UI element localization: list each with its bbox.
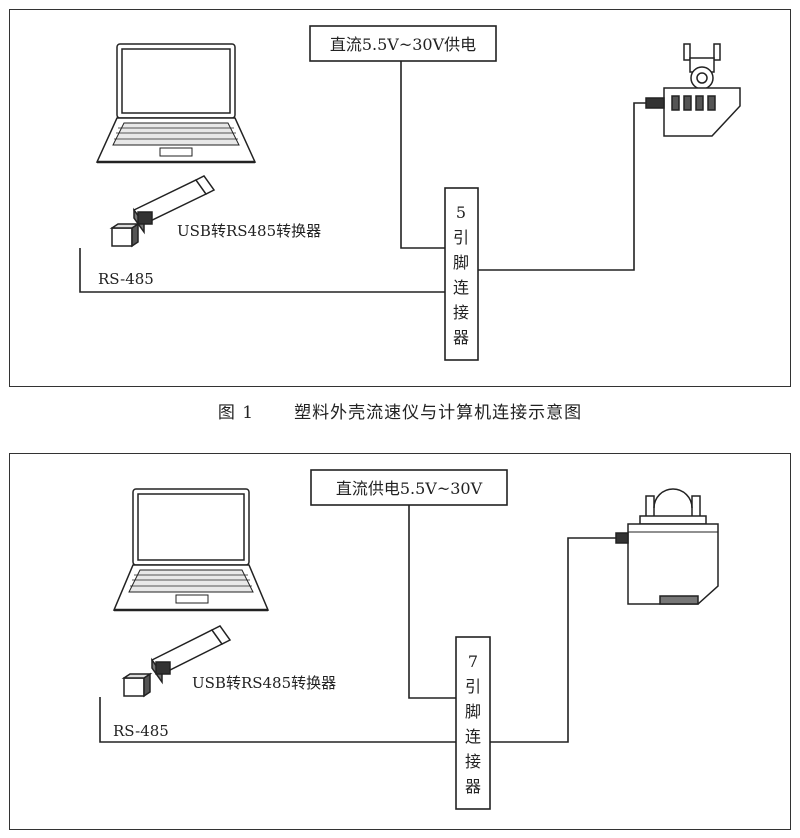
connector-char: 引	[453, 228, 469, 247]
converter-label: USB转RS485转换器	[192, 674, 336, 692]
laptop-icon	[112, 488, 270, 612]
sensor-wire	[478, 102, 646, 271]
flow-meter-sensor-icon	[615, 488, 719, 605]
rs485-wire	[99, 697, 456, 743]
laptop-icon	[95, 43, 257, 164]
connector-box: 5 引 脚 连 接 器	[444, 187, 479, 361]
connector-char: 器	[453, 328, 469, 347]
connector-char: 7	[468, 652, 478, 671]
sensor-wire	[490, 537, 616, 743]
power-wire	[400, 61, 445, 249]
power-supply-box: 直流5.5V~30V供电	[309, 25, 497, 62]
rs485-plug-icon	[109, 222, 141, 248]
usb-rs485-adapter-icon	[132, 175, 216, 235]
converter-label: USB转RS485转换器	[177, 222, 321, 240]
connector-char: 脚	[453, 253, 469, 272]
figure-number: 图 1	[217, 403, 255, 423]
usb-rs485-adapter-icon	[150, 625, 232, 685]
connector-char: 连	[465, 727, 481, 746]
bus-label: RS-485	[98, 270, 154, 288]
connector-box: 7 引 脚 连 接 器	[455, 636, 491, 810]
figure-2-wires	[99, 505, 616, 743]
connector-char: 脚	[465, 702, 481, 721]
bus-label: RS-485	[113, 722, 169, 740]
rs485-plug-icon	[121, 672, 153, 698]
power-label: 直流5.5V~30V供电	[330, 35, 476, 54]
figure-1-diagram: 直流5.5V~30V供电 5 引 脚 连 接 器 USB转RS485转换器 RS…	[79, 25, 741, 361]
power-wire	[408, 505, 456, 699]
connector-char: 接	[453, 303, 469, 322]
caption-text: 塑料外壳流速仪与计算机连接示意图	[294, 403, 583, 423]
figure-1-wires	[79, 61, 646, 293]
figure-caption: 图 1 塑料外壳流速仪与计算机连接示意图	[0, 398, 800, 423]
rs485-wire	[79, 248, 445, 293]
connector-char: 引	[465, 677, 481, 696]
connector-char: 器	[465, 777, 481, 796]
power-label: 直流供电5.5V~30V	[336, 479, 483, 498]
flow-meter-sensor-icon	[645, 43, 741, 137]
connector-char: 接	[465, 752, 481, 771]
power-supply-box: 直流供电5.5V~30V	[310, 469, 508, 506]
connector-char: 5	[456, 203, 466, 222]
connector-char: 连	[453, 278, 469, 297]
